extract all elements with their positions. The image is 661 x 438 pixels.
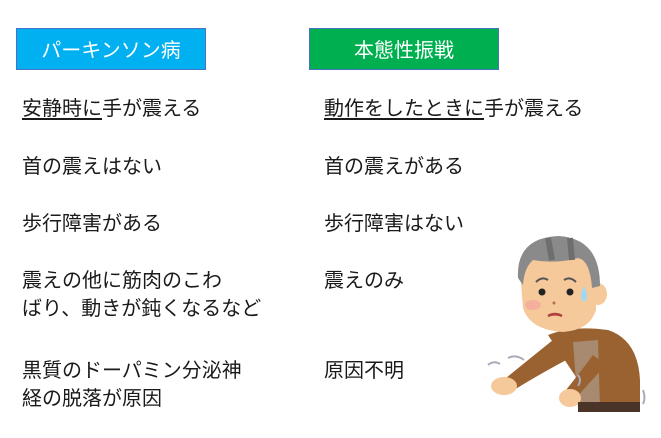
essential-tremor-header: 本態性振戦 bbox=[309, 28, 499, 70]
left-item-neck-tremor: 首の震えはない bbox=[22, 154, 162, 178]
right-item-neck-tremor: 首の震えがある bbox=[324, 154, 464, 178]
left-item-symptoms-line1: 震えの他に筋肉のこわ bbox=[22, 268, 222, 292]
left-item-tremor-timing: 安静時に手が震える bbox=[22, 94, 201, 122]
left-item-cause: 黒質のドーパミン分泌神 経の脱落が原因 bbox=[22, 356, 242, 412]
left-item-gait: 歩行障害がある bbox=[22, 211, 162, 235]
elderly-man-trembling-hands-icon bbox=[487, 236, 646, 412]
right-item-cause: 原因不明 bbox=[324, 358, 404, 382]
left-item-rest: 手が震える bbox=[102, 96, 202, 120]
right-item-underlined: 動作をしたときに bbox=[324, 96, 484, 120]
left-item-cause-line1: 黒質のドーパミン分泌神 bbox=[22, 358, 242, 382]
left-item-cause-line2: 経の脱落が原因 bbox=[22, 386, 162, 410]
left-item-symptoms-line2: ばり、動きが鈍くなるなど bbox=[22, 296, 262, 320]
right-item-symptoms: 震えのみ bbox=[324, 268, 404, 292]
left-item-underlined: 安静時に bbox=[22, 96, 102, 120]
right-item-gait: 歩行障害はない bbox=[324, 211, 464, 235]
right-item-tremor-timing: 動作をしたときに手が震える bbox=[324, 94, 583, 122]
right-item-rest: 手が震える bbox=[484, 96, 584, 120]
parkinsons-header: パーキンソン病 bbox=[16, 28, 206, 70]
left-item-symptoms: 震えの他に筋肉のこわ ばり、動きが鈍くなるなど bbox=[22, 266, 261, 322]
